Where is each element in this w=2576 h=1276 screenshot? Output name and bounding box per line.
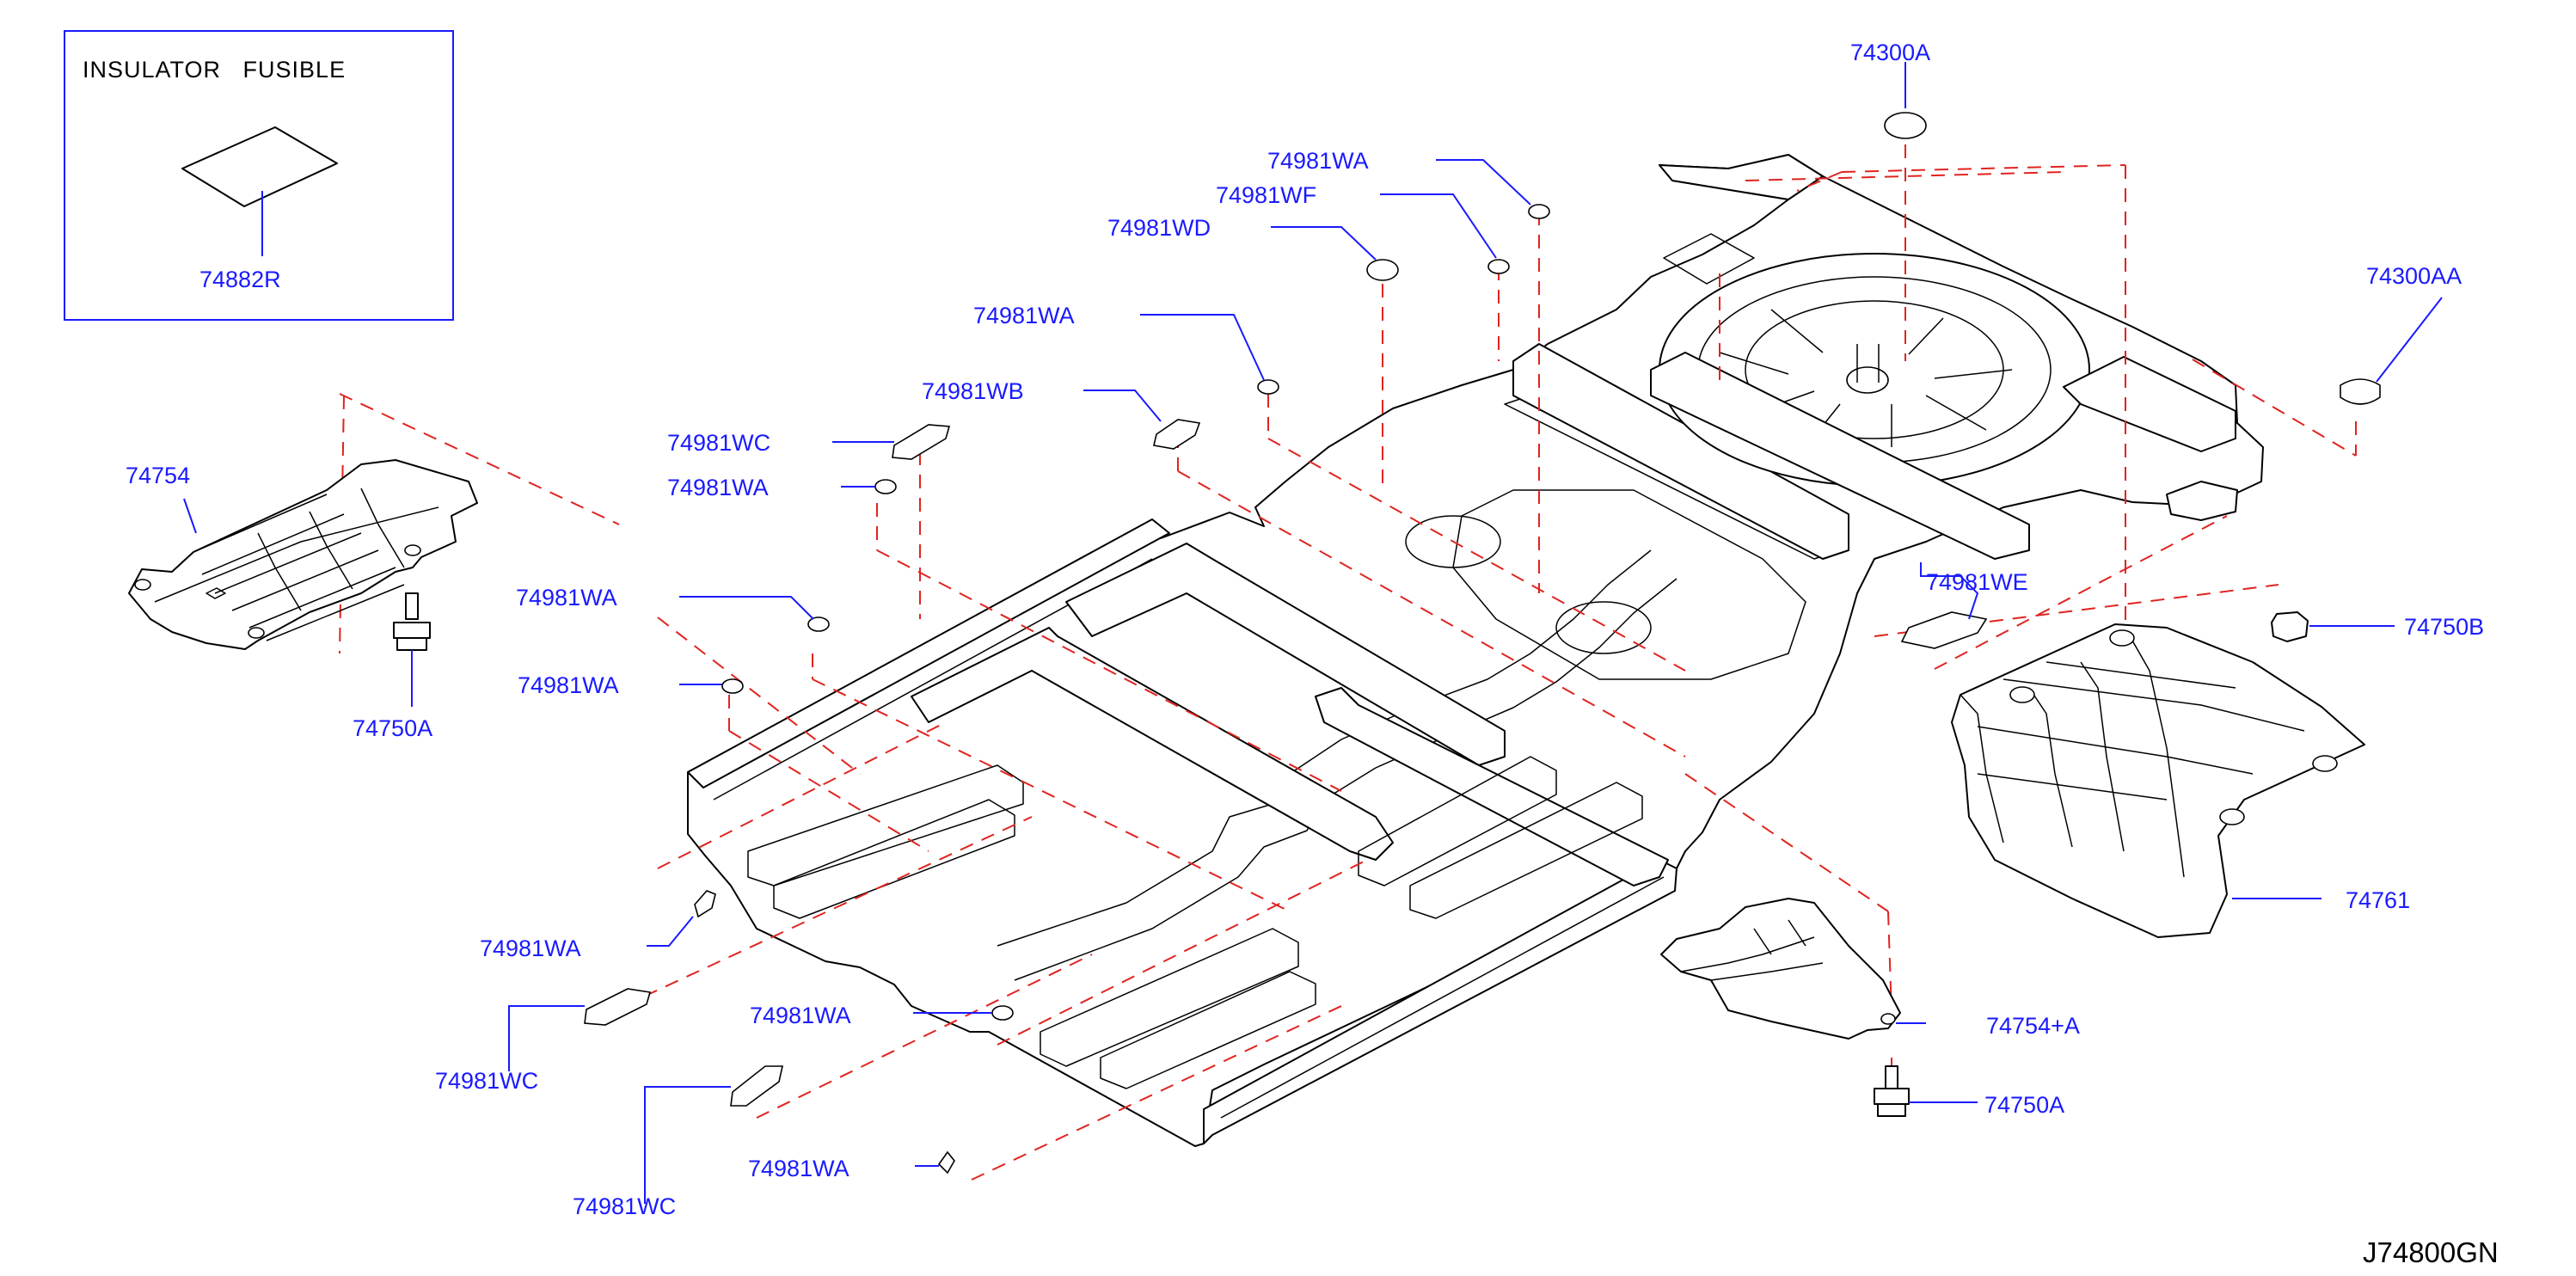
plug-wf: [1487, 259, 1510, 274]
inset-box: INSULATOR FUSIBLE 74882R: [64, 30, 454, 321]
callout-74981WA-3[interactable]: 74981WA: [667, 475, 769, 500]
callout-74300A[interactable]: 74300A: [1850, 40, 1930, 65]
plug-wa-6: [694, 890, 716, 918]
callout-74981WA-1[interactable]: 74981WA: [1267, 148, 1369, 174]
callout-74981WC-3[interactable]: 74981WC: [573, 1193, 676, 1219]
callout-74981WF[interactable]: 74981WF: [1216, 182, 1316, 208]
callout-74981WA-5[interactable]: 74981WA: [518, 672, 619, 698]
plug-74300A: [1884, 112, 1927, 139]
callout-74981WB[interactable]: 74981WB: [922, 378, 1024, 404]
callout-74750B[interactable]: 74750B: [2404, 614, 2484, 640]
callout-74981WC-2[interactable]: 74981WC: [435, 1068, 538, 1094]
floor-panel: [687, 154, 2264, 1147]
callout-74981WA-8[interactable]: 74981WA: [748, 1156, 849, 1181]
callout-74761[interactable]: 74761: [2346, 887, 2410, 913]
plug-wa-7: [991, 1005, 1014, 1021]
insulator-74754: [128, 459, 478, 707]
plug-wa-2: [1257, 379, 1279, 395]
plug-wc-2: [584, 988, 652, 1026]
plug-wa-5: [721, 678, 744, 694]
callout-74750A-2[interactable]: 74750A: [1984, 1092, 2064, 1118]
callout-74750A-1[interactable]: 74750A: [353, 715, 432, 741]
plug-wa-4: [807, 617, 830, 632]
callout-74981WA-6[interactable]: 74981WA: [480, 936, 581, 961]
inset-title: INSULATOR FUSIBLE: [83, 57, 346, 83]
plug-wa-8: [937, 1150, 955, 1175]
insulator-pad: [181, 126, 338, 207]
callout-74981WA-7[interactable]: 74981WA: [750, 1003, 851, 1028]
floor-plugs: [584, 112, 2381, 1175]
callouts: 74300A 74981WA 74981WF 74981WD 74981WA 7…: [126, 40, 2484, 1219]
callout-74882R[interactable]: 74882R: [199, 267, 281, 292]
plug-wc-1: [892, 424, 951, 460]
grommet-74300AA: [2340, 378, 2381, 405]
callout-74300AA[interactable]: 74300AA: [2366, 263, 2462, 289]
callout-74981WC-1[interactable]: 74981WC: [667, 430, 770, 456]
guide-lines: [339, 144, 2357, 1181]
insulator-74754A: [1660, 611, 2395, 1117]
plug-we: [1900, 611, 1988, 649]
diagram-code: J74800GN: [2363, 1236, 2499, 1268]
plug-wa-3: [874, 479, 897, 494]
callout-74754A[interactable]: 74754+A: [1986, 1013, 2080, 1039]
insulator-74761: [1951, 623, 2365, 938]
callout-74754[interactable]: 74754: [126, 463, 190, 488]
callout-74981WE[interactable]: 74981WE: [1926, 569, 2028, 595]
plug-wc-3: [730, 1065, 783, 1107]
leader-lines: [508, 62, 2443, 1204]
plug-wb: [1153, 419, 1201, 450]
plug-wd: [1366, 259, 1399, 281]
callout-74981WD[interactable]: 74981WD: [1107, 215, 1211, 241]
callout-74981WA-4[interactable]: 74981WA: [516, 585, 617, 610]
callout-74981WA-2[interactable]: 74981WA: [973, 303, 1075, 328]
plug-wa-1: [1528, 204, 1550, 219]
